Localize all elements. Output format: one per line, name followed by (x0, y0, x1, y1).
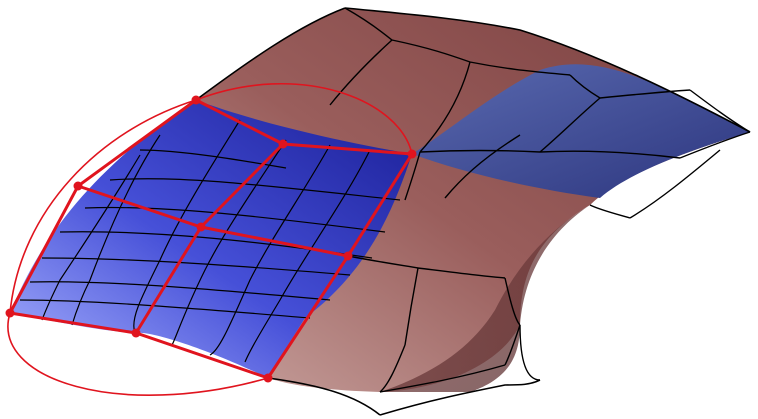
control-circle (7, 82, 413, 396)
control-point[interactable] (131, 328, 141, 338)
control-point[interactable] (343, 251, 353, 261)
control-point[interactable] (263, 373, 273, 383)
brown-underside (380, 205, 590, 392)
blue-band (412, 64, 750, 198)
outer-mesh-frame (195, 7, 751, 416)
blue-patch (10, 100, 412, 378)
control-point[interactable] (196, 222, 206, 232)
blue-patch-mesh (19, 119, 401, 363)
control-point[interactable] (5, 308, 15, 318)
control-points (5, 95, 417, 383)
surface-mesh (329, 7, 751, 393)
control-point[interactable] (191, 95, 201, 105)
control-point[interactable] (407, 149, 417, 159)
control-point[interactable] (278, 139, 288, 149)
control-point[interactable] (73, 181, 83, 191)
